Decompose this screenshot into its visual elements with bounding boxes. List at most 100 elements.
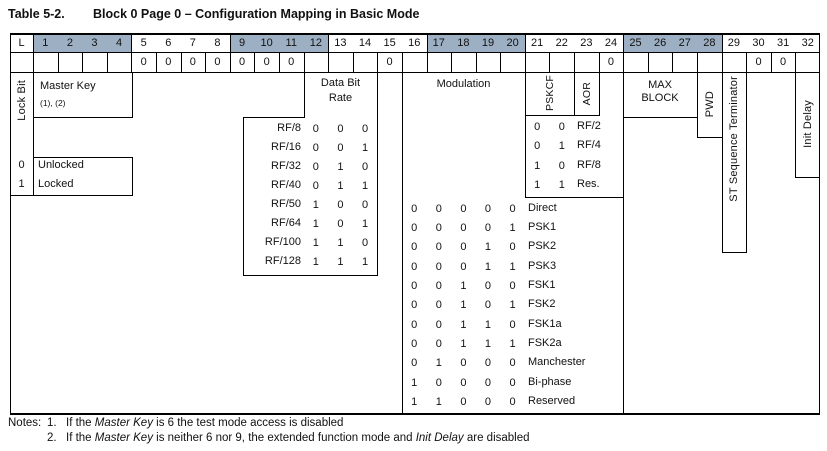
table-line [574,72,575,116]
modulation-header: Modulation [436,78,491,90]
note-italic-term: Master Key [94,432,153,444]
table-caption-number: Table 5-2. [8,7,65,21]
table-line [697,137,723,138]
data-bit-rate-bit: 0 [337,142,344,154]
data-bit-rate-bit: 0 [312,180,319,192]
modulation-bit: 0 [411,357,418,370]
table-line [426,52,428,72]
pskcf-bit: 0 [534,140,541,153]
table-line [33,117,132,118]
modulation-row-label: Bi-phase [528,375,572,388]
modulation-bit: 1 [509,221,516,234]
table-line [722,72,723,253]
data-bit-rate-row-label: RF/8 [277,122,301,134]
header-bit-number: 4 [116,37,123,49]
modulation-bit: 1 [484,260,492,273]
header-bit-number: 28 [703,37,716,49]
table-line [402,72,403,413]
table-line [243,117,305,118]
note-text: If the Master Key is neither 6 nor 9, th… [66,431,530,446]
table-line [254,52,256,72]
header-bit-number: 29 [727,37,741,49]
note-italic-term: Init Delay [415,432,464,444]
header-shaded-group [33,35,132,52]
modulation-bit: 0 [509,202,516,215]
header-bit-number: 18 [457,37,470,49]
header-bit-number: 16 [408,37,421,49]
table-line [33,72,34,196]
pskcf-bit: 0 [558,121,565,133]
modulation-bit: 1 [484,318,492,331]
modulation-bit: 0 [460,221,467,234]
table-line [623,33,625,52]
modulation-bit: 1 [460,299,467,312]
table-line [352,52,354,72]
table-line [328,33,330,52]
table-line [524,52,526,72]
table-line [746,72,747,253]
table-line [10,52,820,53]
data-bit-rate-bit: 1 [312,218,319,230]
fixed-bit-value: 0 [386,56,393,68]
data-bit-rate-row-label: RF/32 [271,160,301,172]
table-line [770,52,772,72]
table-line [722,252,747,253]
table-line [131,52,133,72]
table-line [10,72,820,73]
header-bit-number: 22 [555,37,568,49]
table-line [524,33,526,52]
header-bit-number: 2 [66,37,73,49]
modulation-bit: 0 [460,202,467,215]
header-bit-number: 25 [629,37,642,49]
pskcf-bit: 0 [534,121,541,133]
table-caption-title: Block 0 Page 0 – Configuration Mapping i… [93,7,420,21]
data-bit-rate-row-label: RF/40 [271,179,301,191]
header-bit-number: 13 [334,37,347,49]
table-line [598,52,600,72]
header-bit-number: 31 [776,37,790,49]
data-bit-rate-bit: 1 [361,180,369,192]
table-line [623,72,624,413]
table-line [33,157,132,158]
table-line [599,72,600,116]
master-key-note-refs: (1), (2) [40,98,66,108]
data-bit-rate-bit: 1 [337,256,344,268]
table-line [795,72,796,178]
modulation-bit: 0 [435,318,442,331]
table-line [795,52,797,72]
max-block-label: MAX [648,79,672,91]
pskcf-row-label: RF/8 [577,158,601,171]
header-bit-number: 8 [214,37,221,49]
data-bit-rate-bit: 1 [312,237,319,249]
modulation-row-label: Direct [528,201,557,214]
table-line [697,52,699,72]
modulation-bit: 0 [411,279,418,292]
table-line [525,115,599,116]
note-text-part: If the [66,417,95,429]
modulation-bit: 0 [509,357,516,370]
modulation-bit: 0 [411,241,418,254]
table-line [647,52,649,72]
header-bit-number: 27 [678,37,691,49]
table-line [795,177,820,178]
modulation-bit: 0 [509,318,516,331]
data-bit-rate-row-label: RF/16 [271,141,301,153]
data-bit-rate-row-label: RF/64 [271,217,301,229]
data-bit-rate-bit: 0 [312,142,319,154]
table-line [401,52,403,72]
modulation-bit: 0 [509,241,516,254]
modulation-bit: 1 [509,299,516,312]
modulation-bit: 1 [411,396,418,408]
modulation-bit: 0 [484,299,492,312]
data-bit-rate-row-label: RF/50 [271,198,301,210]
data-bit-rate-header: Data Bit [320,77,361,89]
modulation-bit: 1 [460,337,467,350]
table-line [57,52,59,72]
modulation-bit: 1 [484,337,492,350]
modulation-bit: 0 [460,260,467,273]
modulation-bit: 0 [484,376,492,389]
header-bit-number: 20 [506,37,519,49]
header-bit-number: 12 [309,37,322,49]
